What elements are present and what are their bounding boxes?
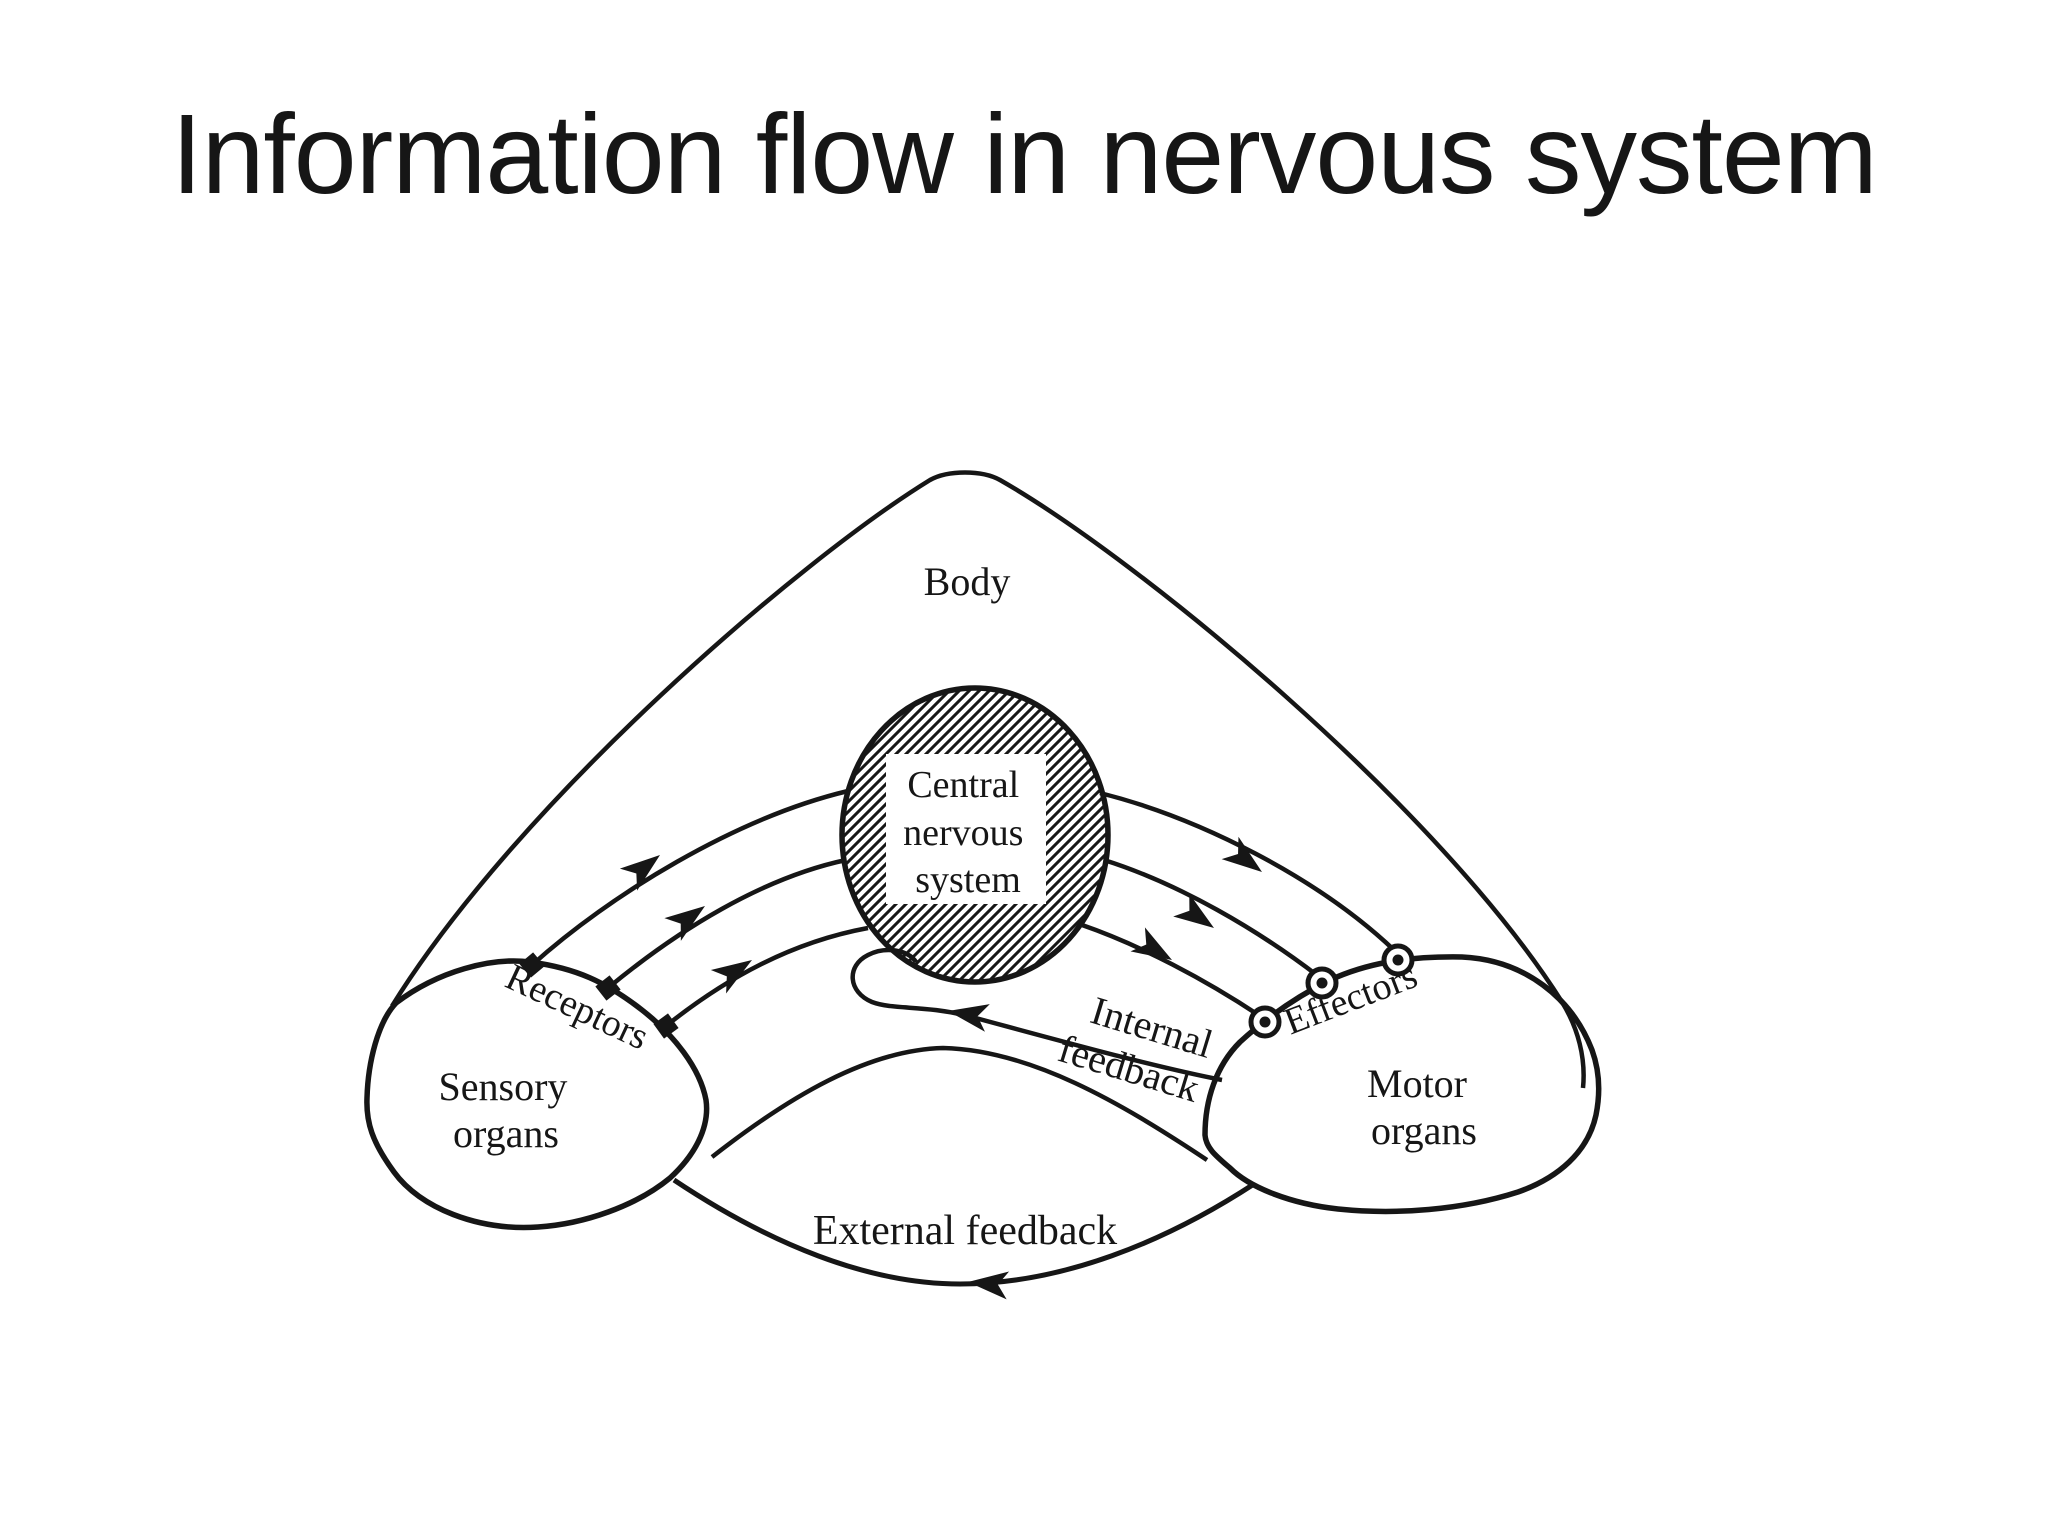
motor-organs-label: Motor organs [1367,1061,1477,1153]
effector-synapse-icon [1384,946,1412,974]
receptor-terminal-square-icon [595,975,621,1001]
sensory-label-line1: Sensory [439,1064,568,1109]
internal-feedback-label: Internal feedback [1053,987,1218,1110]
cns-circle [839,685,1111,985]
efferent-pathway-2 [1103,857,1320,978]
effector-synapse-icon [1308,969,1336,997]
efferent-pathway-3 [1081,922,1262,1018]
body-bottom-wave [710,1045,1209,1162]
afferent-pathway-2 [606,857,847,990]
external-feedback-arrow [672,1177,1256,1287]
cns-label: Central nervous system [903,764,1033,901]
body-outline [390,470,1586,1089]
receptor-terminal-square-icon [519,952,545,978]
sensory-organs-label: Sensory organs [439,1064,578,1156]
cns-label-line3: system [915,859,1021,901]
body-label: Body [924,559,1011,604]
motor-label-line1: Motor [1367,1061,1467,1106]
motor-organs-blob [1202,954,1602,1215]
external-feedback-label: External feedback [813,1208,1117,1254]
cns-label-line2: nervous [903,812,1023,854]
motor-label-line2: organs [1371,1108,1477,1153]
cns-label-backdrop [886,754,1046,904]
cns-label-line1: Central [907,764,1019,806]
effector-synapse-icon [1251,1008,1279,1036]
page-title: Information flow in nervous system [171,91,1878,217]
afferent-pathway-1 [530,788,849,967]
sensory-organs-blob [364,958,710,1231]
sensory-label-line2: organs [453,1111,559,1156]
internal-feedback-arrow [850,947,1223,1083]
afferent-pathway-3 [664,925,869,1028]
receptor-terminal-square-icon [653,1013,679,1039]
efferent-pathway-1 [1099,790,1396,952]
